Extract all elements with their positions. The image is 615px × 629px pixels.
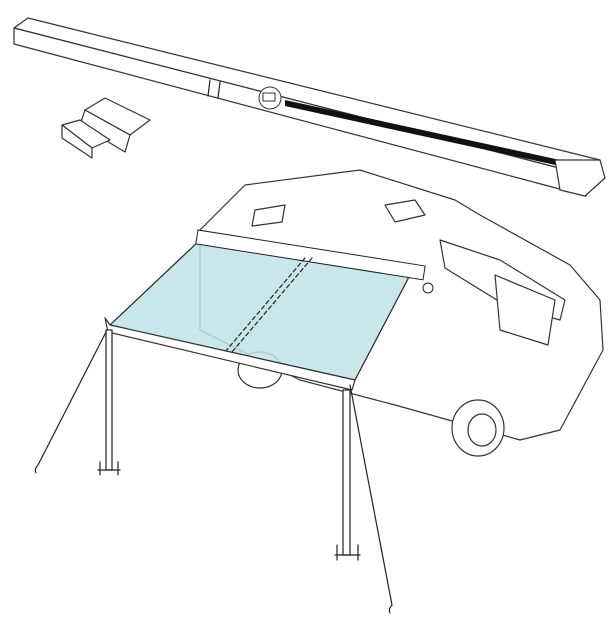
rail-stripe bbox=[285, 100, 560, 166]
mounting-brackets bbox=[61, 97, 151, 159]
roller-case bbox=[195, 229, 426, 281]
mounting-rail bbox=[13, 17, 606, 197]
tie-down-ropes bbox=[34, 331, 393, 614]
roof-vent bbox=[384, 199, 426, 223]
roof-vent bbox=[251, 204, 286, 227]
support-legs bbox=[97, 329, 361, 561]
awning-canopy bbox=[104, 229, 434, 391]
